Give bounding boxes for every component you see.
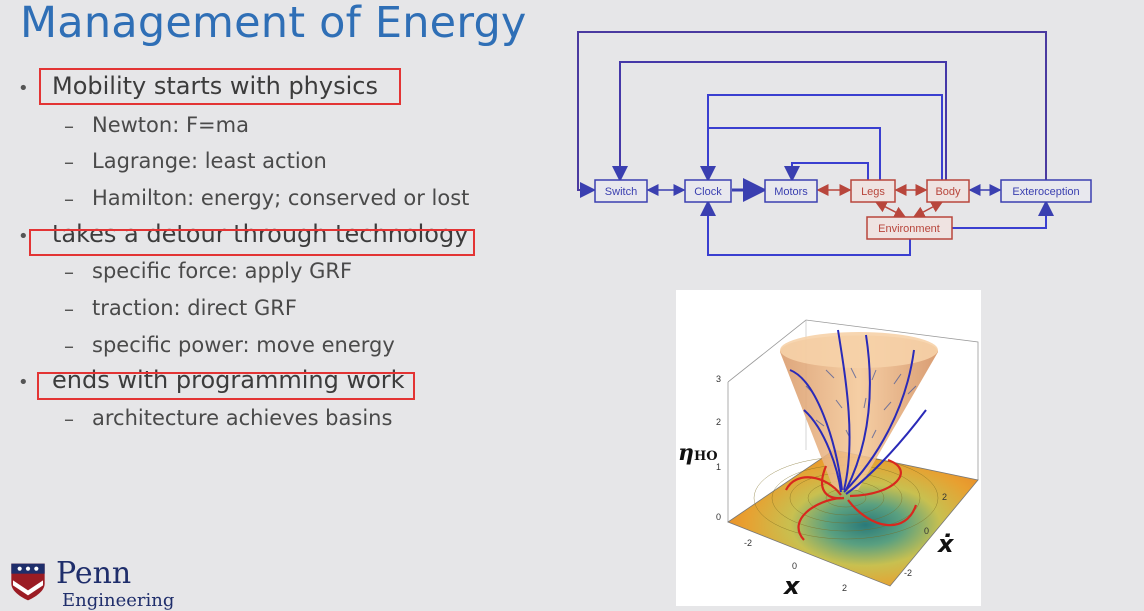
- sub-bullet-1-1: Newton: F=ma: [92, 113, 249, 137]
- link-legs-environment: [874, 201, 907, 218]
- loop-body-clock: [700, 94, 943, 182]
- x-tick: 0: [792, 561, 797, 571]
- node-body: Body: [926, 179, 970, 203]
- red-trajectories: [785, 458, 918, 541]
- bullet-dot: •: [18, 78, 29, 99]
- z-tick: 1: [716, 462, 721, 472]
- sub-bullet-2-3: specific power: move energy: [92, 333, 395, 357]
- cone-rim: [780, 332, 938, 368]
- svg-text:Motors: Motors: [774, 186, 808, 198]
- blue-trajectories: [789, 329, 927, 495]
- sub-bullet-1-3: Hamilton: energy; conserved or lost: [92, 186, 470, 210]
- svg-text:Environment: Environment: [878, 223, 940, 235]
- dash: –: [64, 187, 74, 211]
- dash: –: [64, 407, 74, 431]
- svg-text:Exteroception: Exteroception: [1012, 186, 1079, 198]
- node-legs: Legs: [850, 179, 896, 203]
- sub-bullet-2-2: traction: direct GRF: [92, 296, 297, 320]
- highlight-box-2: [29, 229, 475, 256]
- svg-text:Body: Body: [935, 186, 961, 198]
- loop-legs-motors: [784, 162, 869, 182]
- svg-text:Clock: Clock: [694, 186, 722, 198]
- z-tick: 3: [716, 374, 721, 384]
- svg-text:Switch: Switch: [605, 186, 637, 198]
- link-body-environment: [912, 201, 944, 218]
- xdot-tick: 2: [942, 492, 947, 502]
- bullet-dot: •: [18, 226, 29, 247]
- basin-3d-plot: 3 2 1 0 -2 0 2 2 0 -2 ηHO x ẋ: [676, 290, 981, 606]
- xdot-axis-label: ẋ: [938, 530, 954, 558]
- x-tick: -2: [744, 538, 752, 548]
- dash: –: [64, 297, 74, 321]
- loop-body-switch: [612, 61, 947, 182]
- sub-bullet-2-1: specific force: apply GRF: [92, 259, 353, 283]
- z-tick: 0: [716, 512, 721, 522]
- plot-box-frame: [727, 319, 979, 480]
- bullet-3: ends with programming work: [52, 366, 405, 394]
- sub-bullet-1-2: Lagrange: least action: [92, 149, 327, 173]
- bullet-dot: •: [18, 372, 29, 393]
- basin-plot-figure: 3 2 1 0 -2 0 2 2 0 -2: [716, 319, 979, 593]
- z-axis-label: ηHO: [678, 440, 718, 466]
- node-switch: Switch: [594, 179, 648, 203]
- z-tick: 2: [716, 417, 721, 427]
- control-architecture-diagram: Switch Clock Motors Legs Body Exterocept…: [577, 31, 1092, 256]
- node-motors: Motors: [764, 179, 818, 203]
- x-tick: 2: [842, 583, 847, 593]
- bullet-list: • Mobility starts with physics – Newton:…: [0, 0, 560, 606]
- node-environment: Environment: [866, 216, 953, 240]
- logo-engineering-text: Engineering: [62, 590, 175, 611]
- logo-penn-text: Penn: [56, 556, 132, 591]
- dash: –: [64, 114, 74, 138]
- loop-environment-clock: [700, 200, 911, 256]
- slide-title: Management of Energy: [20, 0, 527, 48]
- dash: –: [64, 260, 74, 284]
- svg-text:Legs: Legs: [861, 186, 885, 198]
- loop-legs-clock: [708, 127, 881, 180]
- highlight-box-3: [37, 372, 415, 400]
- cone-surface: [780, 335, 938, 490]
- loop-environment-exteroception: [952, 200, 1054, 229]
- node-exteroception: Exteroception: [1000, 179, 1092, 203]
- dash: –: [64, 150, 74, 174]
- xdot-tick: -2: [904, 568, 912, 578]
- highlight-box-1: [39, 68, 401, 105]
- x-axis-label: x: [784, 572, 800, 600]
- node-clock: Clock: [684, 179, 732, 203]
- bullet-1: Mobility starts with physics: [52, 72, 378, 100]
- penn-shield-logo: [11, 563, 45, 601]
- sub-bullet-3-1: architecture achieves basins: [92, 406, 393, 430]
- dash: –: [64, 334, 74, 358]
- loop-exteroception-switch: [577, 31, 1047, 198]
- bullet-2: takes a detour through technology: [52, 220, 469, 248]
- xdot-tick: 0: [924, 526, 929, 536]
